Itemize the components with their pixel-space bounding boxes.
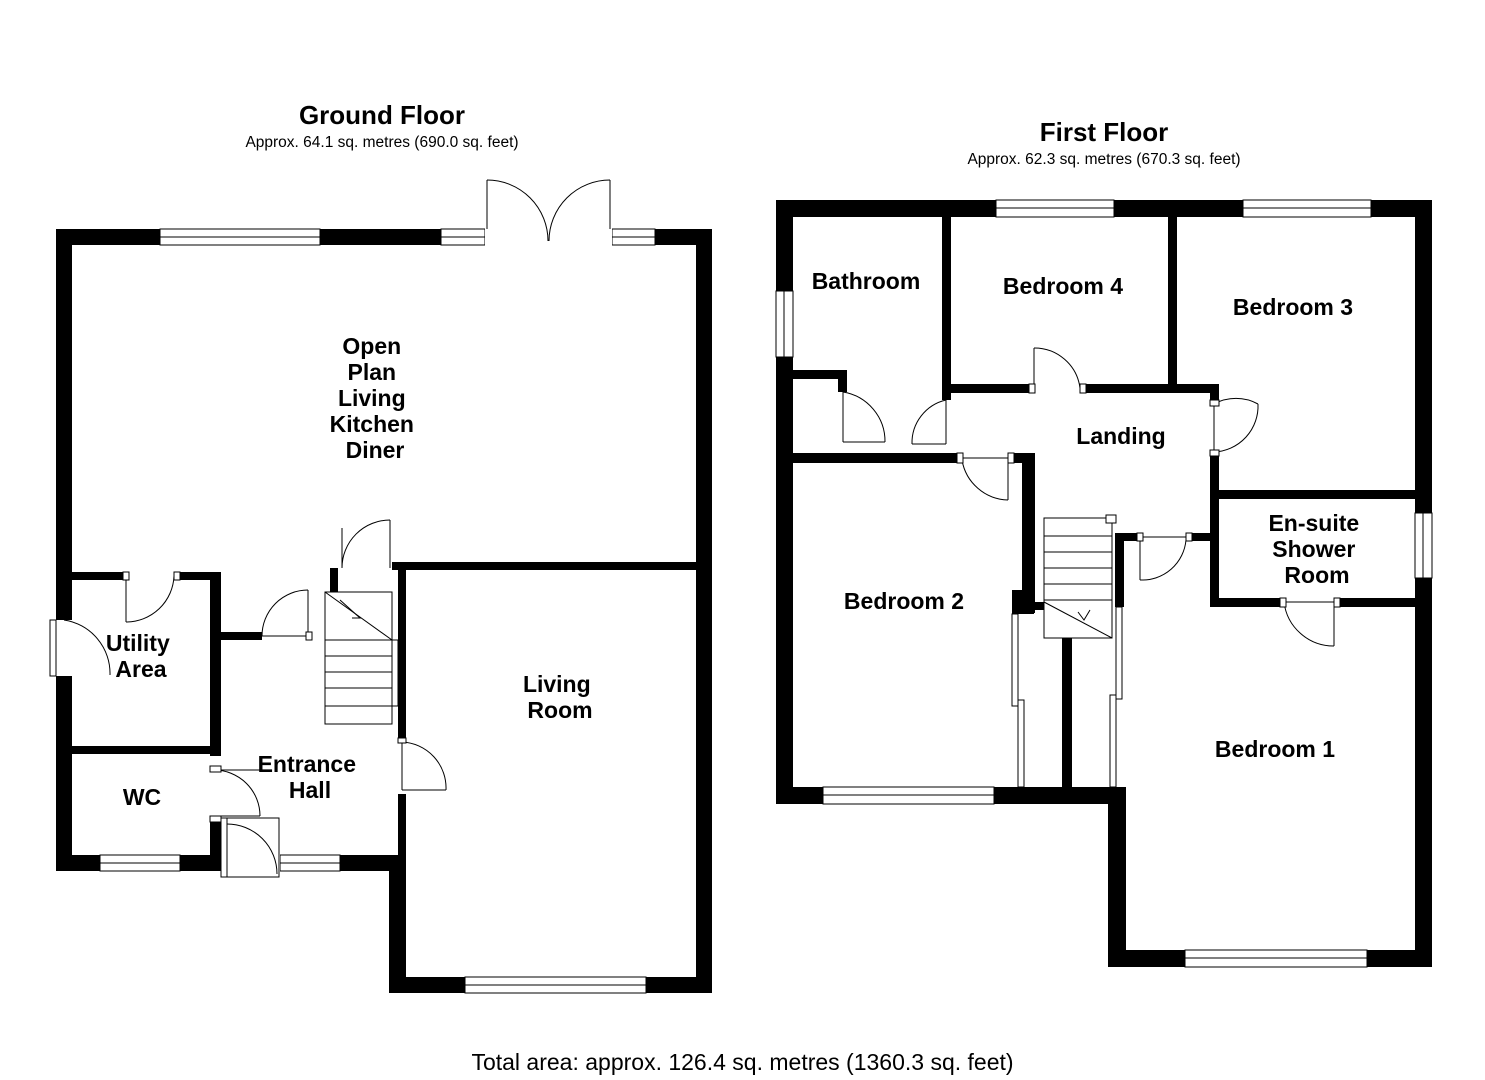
living-room-door (397, 737, 447, 791)
wall (210, 632, 262, 640)
wall (1340, 598, 1425, 607)
room-label-bedroom-3: Bedroom 3 (1233, 294, 1353, 320)
ensuite-door (1136, 532, 1193, 581)
room-label-bedroom-1: Bedroom 1 (1215, 736, 1335, 762)
wall (1210, 455, 1219, 605)
wall (1022, 453, 1035, 613)
french-doors (485, 179, 612, 246)
wc-door (209, 765, 261, 823)
front-door (220, 817, 280, 878)
wall (942, 210, 951, 400)
landing-cupboard-door (911, 399, 947, 445)
wall (210, 820, 221, 865)
wall (56, 229, 72, 871)
wall (1115, 533, 1124, 607)
wall (838, 370, 847, 392)
wall (64, 572, 126, 580)
ground-floor-title: Ground Floor (298, 100, 466, 130)
first-floor-area: Approx. 62.3 sq. metres (670.3 sq. feet) (967, 151, 1241, 168)
wall (793, 370, 847, 379)
staircase (324, 591, 399, 725)
staircase (1043, 514, 1117, 639)
utility-external-door (49, 619, 111, 677)
wall (1190, 533, 1219, 541)
kitchen-door (341, 519, 391, 569)
room-label-bedroom-4: Bedroom 4 (1003, 273, 1123, 299)
room-label-bathroom: Bathroom (812, 268, 921, 294)
ground-floor-area: Approx. 64.1 sq. metres (690.0 sq. feet) (245, 134, 519, 151)
bathroom-door (842, 391, 886, 443)
wall (1415, 200, 1432, 967)
wardrobe (1109, 606, 1123, 788)
wall (1210, 384, 1219, 404)
bedroom-2-door (956, 452, 1015, 501)
ground-floor-plan: Open Plan Living Kitchen Diner Utility A… (49, 179, 712, 994)
wall (1011, 453, 1031, 463)
wall (1012, 590, 1034, 614)
wall (1210, 598, 1280, 607)
wall (210, 572, 221, 756)
wall (1168, 210, 1177, 392)
wall (398, 794, 406, 864)
wall (330, 568, 338, 594)
total-area: Total area: approx. 126.4 sq. metres (13… (471, 1049, 1014, 1075)
hall-door (261, 589, 313, 641)
room-label-landing: Landing (1076, 423, 1165, 449)
wall (392, 562, 402, 570)
wall (1062, 602, 1072, 802)
room-label-bedroom-2: Bedroom 2 (844, 588, 964, 614)
room-label-open-plan: Open Plan Living Kitchen Diner (330, 333, 421, 463)
first-floor-title: First Floor (1039, 117, 1169, 147)
room-label-entrance-hall: Entrance Hall (258, 751, 363, 803)
wall (64, 746, 221, 754)
room-label-living-room: Living Room (523, 671, 597, 723)
wall (696, 229, 712, 993)
bedroom-4-door (1028, 347, 1087, 394)
wall (1115, 533, 1140, 541)
wall (398, 562, 712, 570)
bedroom-3-door (1209, 397, 1259, 457)
room-label-ensuite: En-suite Shower Room (1268, 510, 1365, 588)
wall (389, 855, 406, 993)
wall (1210, 490, 1425, 499)
utility-door (122, 571, 181, 623)
bedroom-1-door (1279, 597, 1341, 647)
wall (942, 384, 1032, 393)
first-floor-plan: Bathroom Bedroom 4 Bedroom 3 Landing Bed… (775, 199, 1433, 968)
wall (1085, 384, 1218, 393)
wall (1108, 787, 1126, 967)
wall (793, 453, 958, 463)
room-label-wc: WC (123, 784, 161, 810)
wardrobe (1011, 613, 1025, 788)
wall (177, 572, 221, 580)
room-label-utility: Utility Area (106, 630, 176, 682)
wall (398, 562, 406, 738)
floor-plan-drawing: Open Plan Living Kitchen Diner Utility A… (49, 179, 1433, 994)
